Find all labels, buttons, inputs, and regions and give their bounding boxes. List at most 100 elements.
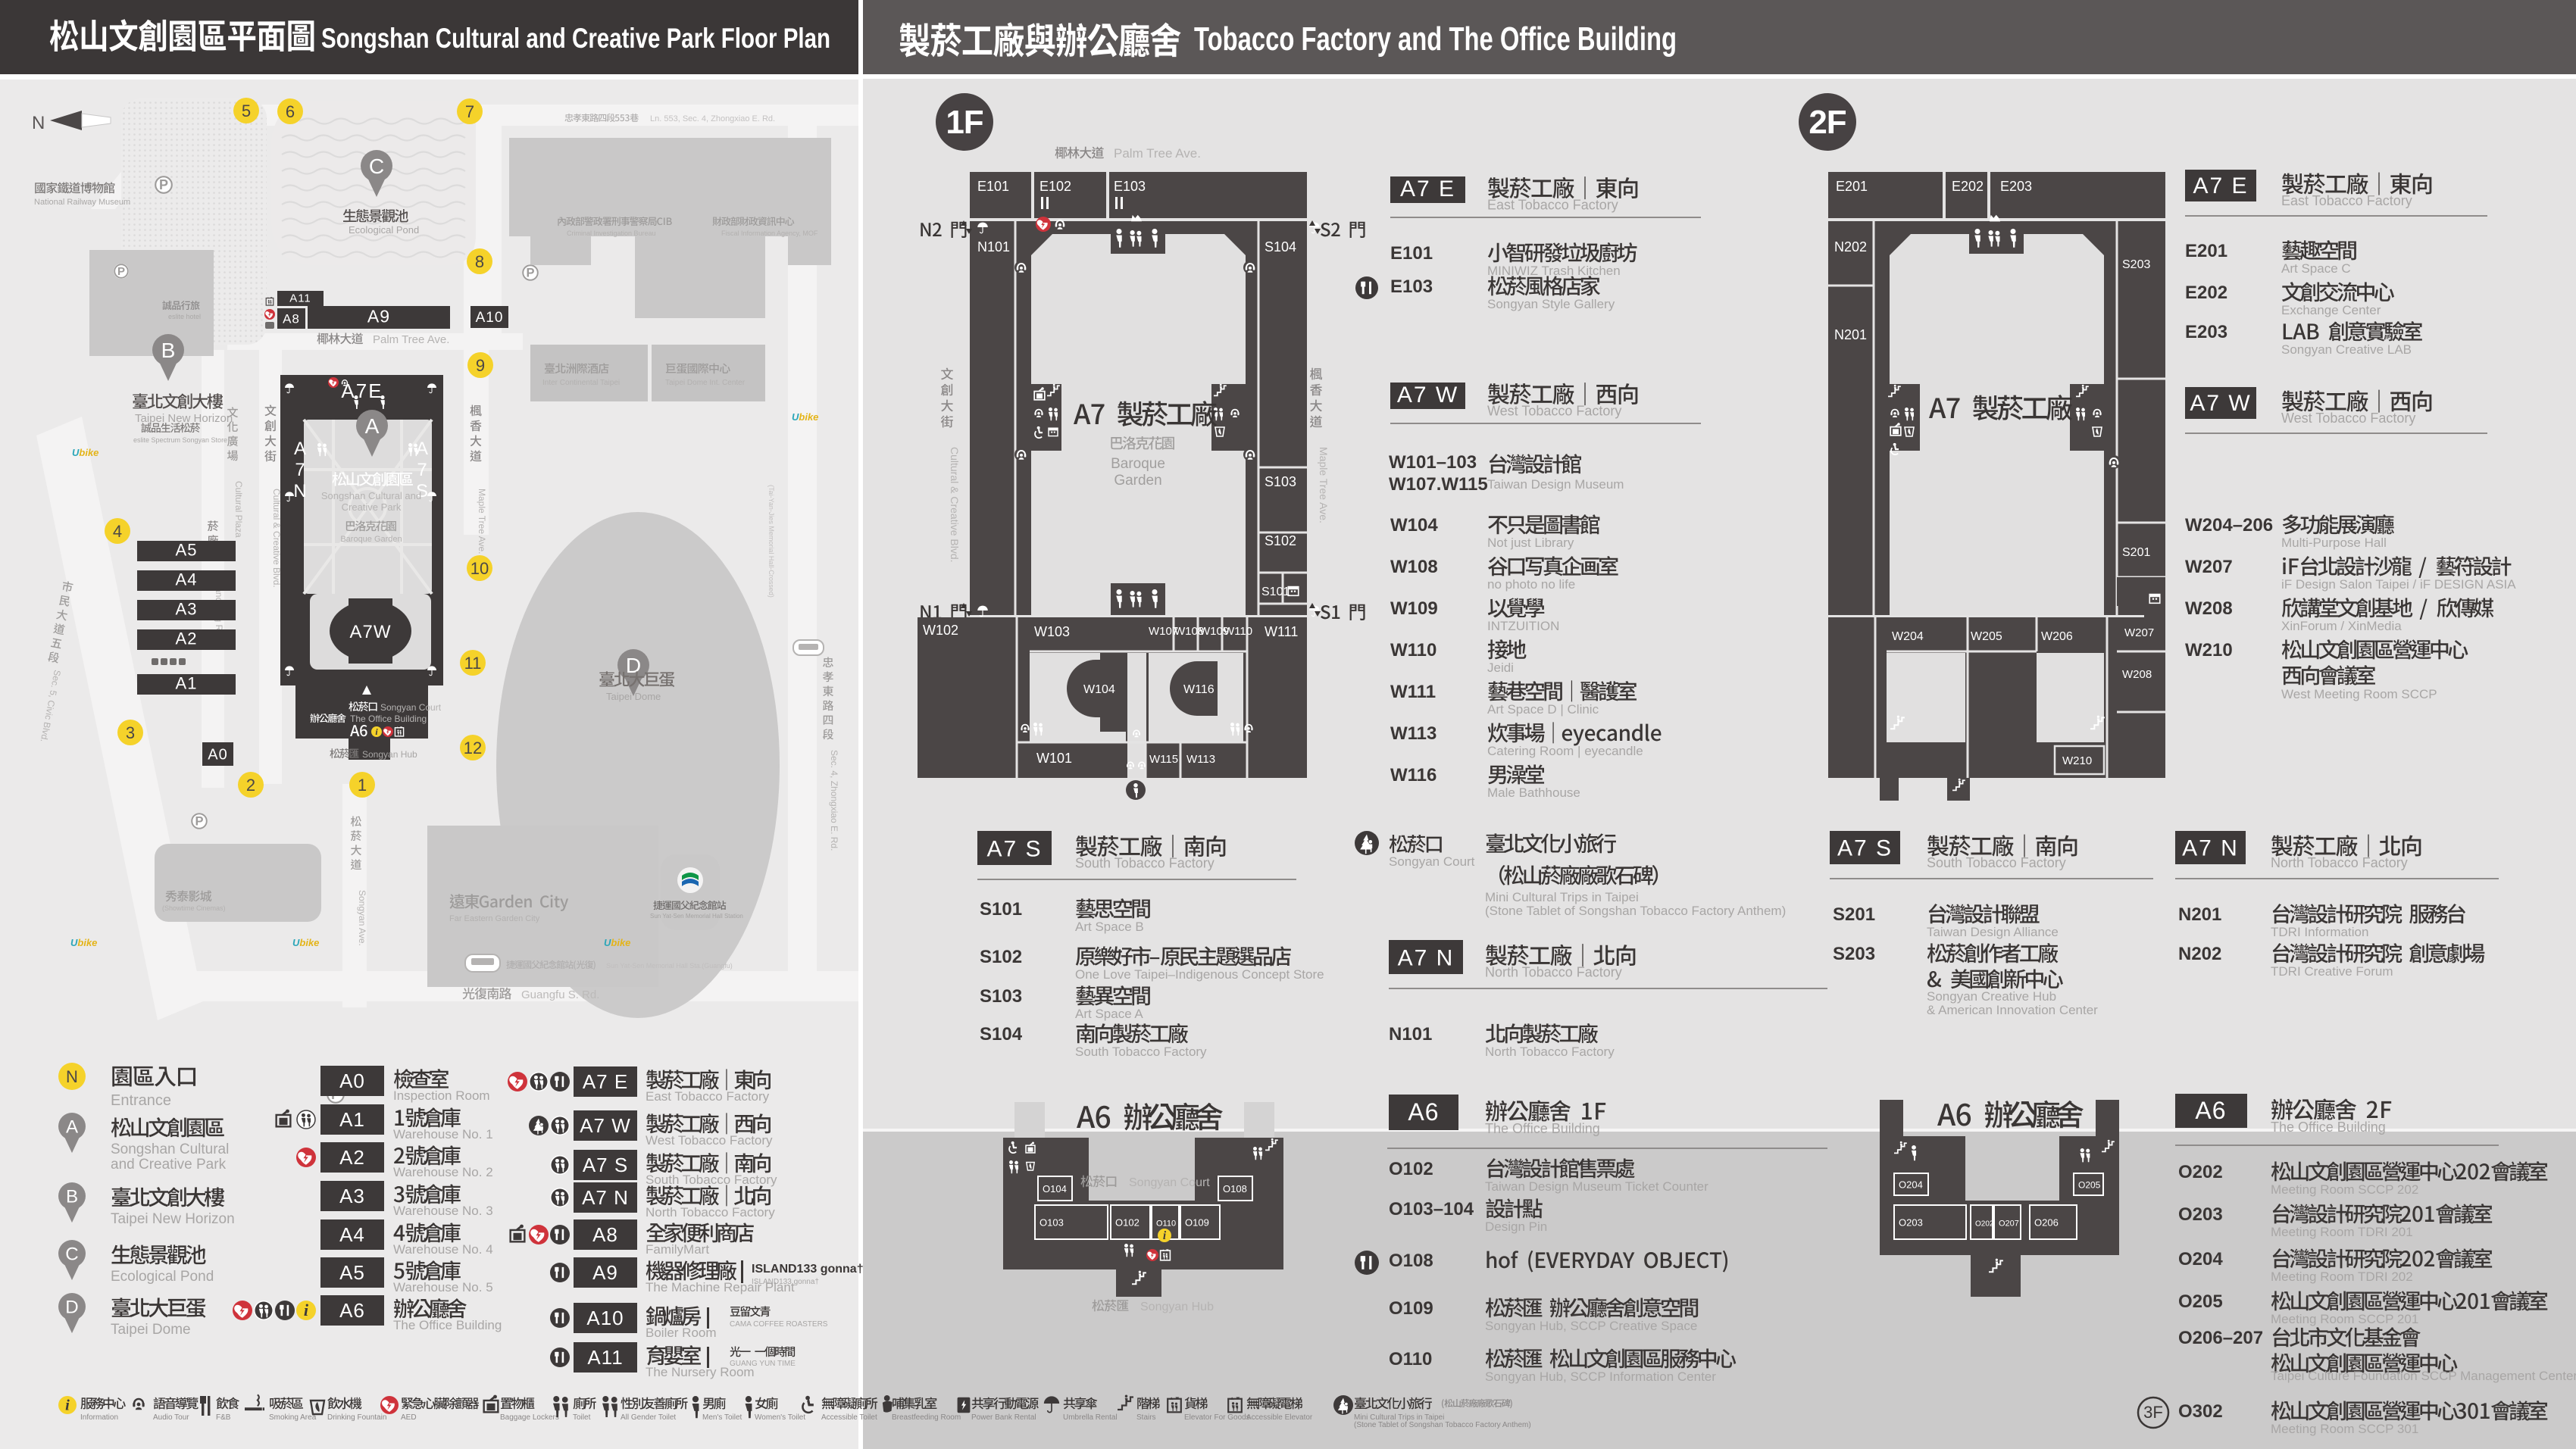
svg-text:A: A [66,1117,79,1138]
svg-text:Cultural & Creative Blvd.: Cultural & Creative Blvd. [949,447,961,563]
svg-text:(Showtime Cinemas): (Showtime Cinemas) [162,904,226,912]
svg-text:Tobacco Factory and The Office: Tobacco Factory and The Office Building [1194,20,1677,58]
svg-text:S103: S103 [980,986,1022,1007]
svg-text:W210: W210 [2185,640,2233,660]
svg-text:W104: W104 [1083,683,1115,696]
svg-text:The Office Building: The Office Building [2271,1120,2386,1135]
svg-text:W208: W208 [2185,598,2233,619]
svg-text:The Machine Repair Plant: The Machine Repair Plant [646,1280,795,1294]
svg-text:W104: W104 [1390,515,1438,536]
svg-text:7: 7 [295,460,305,480]
svg-text:S102: S102 [1265,533,1296,548]
svg-text:E201: E201 [1836,179,1868,194]
svg-text:XinForum / XinMedia: XinForum / XinMedia [2281,619,2402,633]
svg-text:W110: W110 [1224,625,1252,638]
svg-text:East Tobacco Factory: East Tobacco Factory [646,1089,770,1104]
svg-text:Power Bank Rental: Power Bank Rental [971,1413,1036,1422]
svg-text:Accessible Toilet: Accessible Toilet [821,1413,877,1422]
svg-text:F&B: F&B [216,1413,231,1422]
svg-text:Art Space C: Art Space C [2281,261,2351,276]
svg-text:S104: S104 [980,1024,1023,1045]
svg-text:Taipei New Horizon: Taipei New Horizon [111,1211,235,1227]
svg-text:W101: W101 [1036,751,1072,766]
svg-text:W108: W108 [1390,557,1438,577]
svg-text:P: P [117,265,125,278]
svg-text:Songyan Court: Songyan Court [380,702,442,713]
svg-text:Breastfeeding Room: Breastfeeding Room [892,1413,961,1422]
svg-text:W107: W107 [1149,625,1178,638]
svg-text:S104: S104 [1265,239,1296,255]
svg-text:North Tobacco Factory: North Tobacco Factory [646,1205,775,1219]
svg-text:W111: W111 [1265,624,1298,639]
svg-text:West Tobacco Factory: West Tobacco Factory [2281,411,2415,426]
svg-text:Not just Library: Not just Library [1487,536,1574,550]
svg-text:INTZUITION: INTZUITION [1487,619,1559,633]
svg-text:Songyan Creative Hub: Songyan Creative Hub [1927,989,2056,1004]
svg-text:A7 N: A7 N [1398,945,1455,970]
svg-text:Meeting Room SCCP 301: Meeting Room SCCP 301 [2271,1422,2418,1436]
svg-text:A: A [294,439,306,459]
svg-text:Songyan Hub, SCCP Creative Spa: Songyan Hub, SCCP Creative Space [1485,1319,1697,1333]
svg-text:Taiwan Design Museum Ticket Co: Taiwan Design Museum Ticket Counter [1485,1179,1708,1194]
svg-text:E101: E101 [1390,243,1433,264]
svg-text:Taipei Culture Foundation SCCP: Taipei Culture Foundation SCCP Managemen… [2271,1369,2576,1383]
svg-text:B: B [66,1187,78,1207]
svg-text:O207: O207 [1999,1219,2019,1229]
svg-text:E202: E202 [1952,179,1984,194]
svg-text:6: 6 [286,102,295,121]
svg-text:O203: O203 [2178,1204,2223,1225]
svg-text:i: i [1163,1229,1167,1242]
svg-text:O204: O204 [1899,1179,1923,1191]
svg-text:Songyan Ave.: Songyan Ave. [357,890,367,946]
svg-text:Jeidi: Jeidi [1487,660,1514,675]
svg-text:Catering Room | eyecandle: Catering Room | eyecandle [1487,744,1643,758]
svg-text:O206–207: O206–207 [2178,1328,2263,1348]
svg-text:Elevator For Goods: Elevator For Goods [1184,1413,1250,1422]
svg-text:West Tobacco Factory: West Tobacco Factory [646,1133,773,1148]
svg-text:O203: O203 [1899,1217,1923,1229]
svg-text:P: P [159,177,168,192]
svg-text:O103: O103 [1039,1217,1064,1229]
svg-text:N201: N201 [2178,904,2221,925]
svg-text:W110: W110 [1390,640,1436,660]
svg-text:and Creative Park: and Creative Park [111,1157,227,1173]
svg-text:Ubike: Ubike [604,937,630,948]
svg-text:P: P [526,267,534,280]
svg-text:A8: A8 [592,1223,618,1246]
svg-text:A2: A2 [339,1146,365,1169]
svg-text:Sec. 4, Zhongxiao E. Rd.: Sec. 4, Zhongxiao E. Rd. [829,750,839,851]
svg-text:Ubike: Ubike [70,937,97,948]
svg-text:O109: O109 [1185,1217,1209,1229]
svg-text:Songshan Cultural: Songshan Cultural [111,1141,229,1157]
svg-text:A1: A1 [339,1108,365,1131]
svg-text:Baroque Garden: Baroque Garden [340,535,402,544]
svg-text:A7 N: A7 N [582,1186,629,1209]
svg-text:E203: E203 [2185,322,2227,342]
svg-text:N202: N202 [1834,239,1867,255]
svg-text:A3: A3 [176,599,198,618]
svg-text:Warehouse No. 1: Warehouse No. 1 [393,1127,493,1141]
svg-text:Ubike: Ubike [792,411,818,423]
svg-text:Garden: Garden [1114,473,1161,489]
svg-text:Warehouse No. 3: Warehouse No. 3 [393,1204,493,1218]
svg-text:Taiwan Design Alliance: Taiwan Design Alliance [1927,925,2059,939]
svg-text:S201: S201 [2122,546,2150,559]
svg-text:Inter Continental Taipei: Inter Continental Taipei [542,379,620,387]
svg-text:W111: W111 [1390,682,1436,702]
svg-text:Songyan Court: Songyan Court [1389,854,1475,869]
svg-text:O102: O102 [1389,1159,1433,1179]
svg-text:The Office Building: The Office Building [1485,1121,1600,1136]
svg-text:A10: A10 [586,1307,624,1329]
svg-text:E202: E202 [2185,283,2227,303]
svg-text:S101: S101 [980,899,1022,920]
svg-text:8: 8 [475,252,484,271]
svg-text:West Meeting Room SCCP: West Meeting Room SCCP [2281,687,2437,701]
svg-text:North Tobacco Factory: North Tobacco Factory [1485,965,1622,980]
svg-text:Women's Toilet: Women's Toilet [755,1413,805,1422]
svg-text:Exchange Center: Exchange Center [2281,303,2381,317]
svg-text:Warehouse No. 4: Warehouse No. 4 [393,1242,493,1257]
svg-text:Warehouse No. 5: Warehouse No. 5 [393,1280,493,1294]
svg-text:Maple Tree Ave.: Maple Tree Ave. [1318,447,1330,523]
svg-text:1F: 1F [946,104,983,141]
svg-text:W206: W206 [2041,630,2073,643]
